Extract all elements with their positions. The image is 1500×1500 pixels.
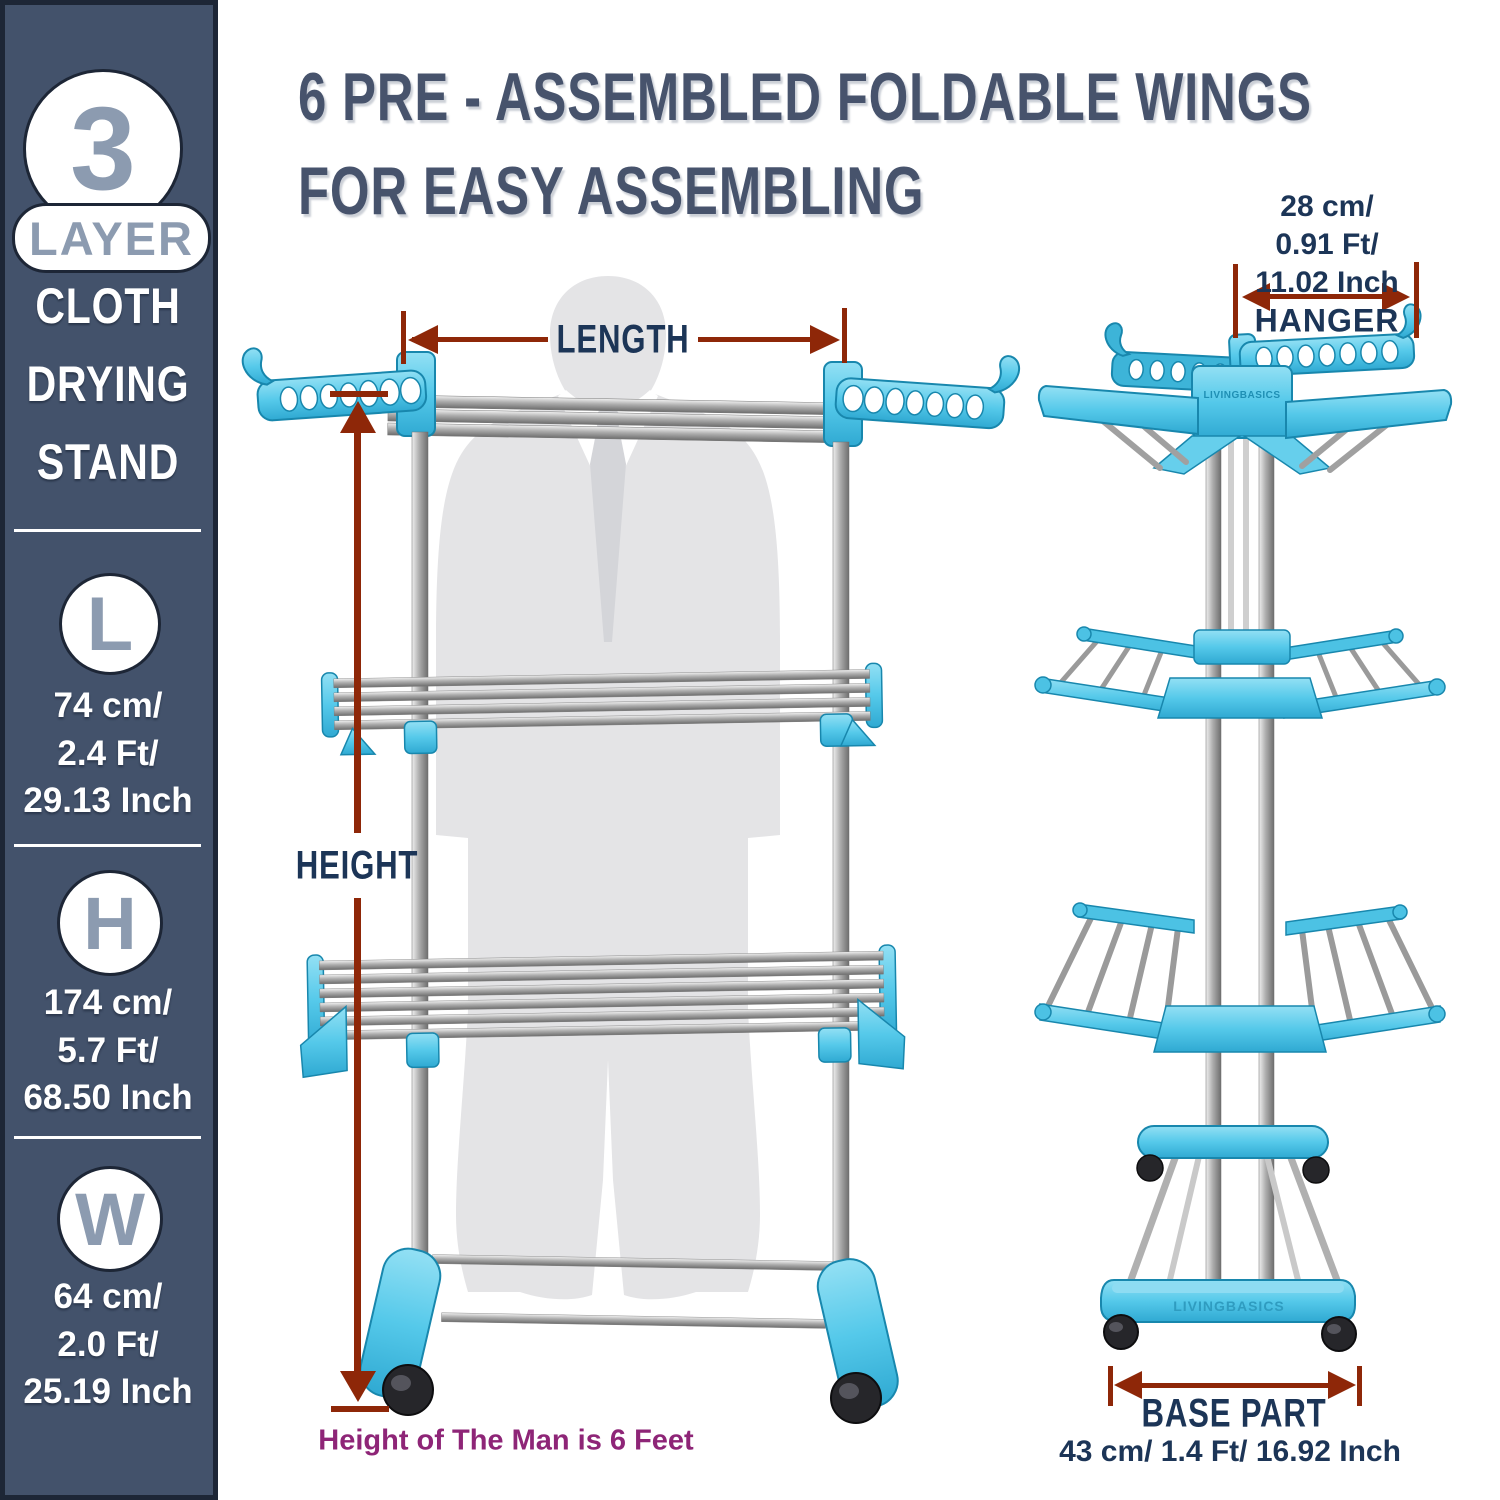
base-front (359, 1247, 899, 1424)
brand-text-hub: LIVINGBASICS (1203, 390, 1280, 401)
headline-line-2: FOR EASY ASSEMBLING (298, 153, 925, 229)
layer-label-badge: LAYER (12, 203, 211, 273)
caster-wheel (1136, 1154, 1164, 1182)
lower-shelf (299, 944, 906, 1079)
height-spec-badge: H (57, 870, 163, 976)
base-dimension-graphic (1108, 1366, 1362, 1406)
layer-label: LAYER (29, 211, 194, 265)
headline-line-1: 6 PRE - ASSEMBLED FOLDABLE WINGS (298, 59, 1312, 135)
man-height-note: Height of The Man is 6 Feet (318, 1424, 694, 1457)
height-label: HEIGHT (295, 843, 419, 888)
product-name-line: CLOTH (35, 278, 181, 334)
caster-wheel (830, 1372, 882, 1424)
caster-wheel (1321, 1316, 1357, 1352)
side-tier-2 (1034, 626, 1446, 719)
side-view-illustration: LIVINGBASICS (1034, 262, 1453, 1406)
sidebar-divider (14, 529, 201, 532)
middle-shelf (320, 662, 884, 756)
layer-count: 3 (70, 83, 136, 215)
caster-wheel (1103, 1314, 1139, 1350)
spec-value: 5.7 Ft/ (57, 1031, 159, 1070)
height-dimension (330, 391, 389, 1412)
hanger-wing-right (834, 355, 1020, 430)
hanger-dimension-graphic (1233, 262, 1419, 338)
base-part-label: BASE PART (1141, 1391, 1327, 1436)
spec-value: 68.50 Inch (23, 1078, 193, 1117)
hanger-hook (241, 347, 275, 386)
side-tier-3 (1034, 902, 1446, 1053)
spec-value: 2.4 Ft/ (57, 734, 159, 773)
spec-letter: W (75, 1177, 145, 1261)
hanger-dim-ft: 0.91 Ft/ (1275, 228, 1379, 261)
base-side: LIVINGBASICS (1100, 1279, 1357, 1352)
product-name-line: STAND (36, 434, 180, 490)
spec-value: 74 cm/ (53, 686, 163, 725)
front-view-illustration (241, 276, 1020, 1424)
caster-wheel (1302, 1156, 1330, 1184)
width-spec-badge: W (57, 1166, 163, 1272)
length-dimension (401, 308, 847, 364)
spec-letter: L (86, 581, 134, 667)
hanger-dim-cm: 28 cm/ (1280, 190, 1374, 223)
base-part-dimensions: 43 cm/ 1.4 Ft/ 16.92 Inch (1059, 1435, 1401, 1468)
brand-text-base: LIVINGBASICS (1173, 1298, 1285, 1314)
spec-value: 25.19 Inch (23, 1372, 193, 1411)
hanger-label: HANGER (1254, 302, 1400, 339)
spec-value: 174 cm/ (43, 983, 173, 1022)
hanger-dim-inch: 11.02 Inch (1255, 266, 1399, 299)
hanger-hook (986, 355, 1020, 394)
spec-value: 2.0 Ft/ (57, 1325, 159, 1364)
product-name-line: DRYING (26, 356, 190, 412)
tie (590, 428, 626, 642)
length-label: LENGTH (556, 317, 690, 362)
length-spec-badge: L (59, 573, 161, 675)
spec-letter: H (83, 881, 137, 965)
sidebar-divider (14, 1136, 201, 1139)
spec-value: 29.13 Inch (23, 781, 193, 820)
spec-value: 64 cm/ (53, 1277, 163, 1316)
hanger-wing-left (241, 347, 428, 422)
mid-support (1124, 1125, 1344, 1292)
sidebar-divider (14, 844, 201, 847)
caster-wheel (382, 1364, 434, 1416)
top-wings (1037, 384, 1453, 473)
